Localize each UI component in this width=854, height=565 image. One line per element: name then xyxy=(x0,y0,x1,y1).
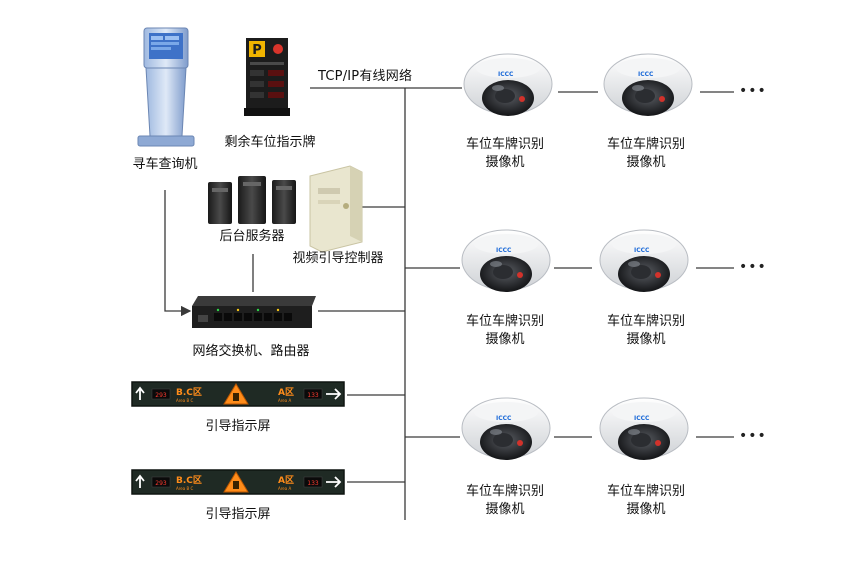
camera-r1-c1-label: 车位车牌识别 摄像机 xyxy=(455,136,555,172)
camera-r1-c2-label: 车位车牌识别 摄像机 xyxy=(596,136,696,172)
more-cameras-row3-icon: ••• xyxy=(739,428,767,444)
camera-r1-c1 xyxy=(463,53,553,117)
sign-label: 剩余车位指示牌 xyxy=(224,135,316,150)
camera-label-line2: 摄像机 xyxy=(626,332,666,347)
switch-device xyxy=(192,296,316,328)
camera-label-line1: 车位车牌识别 xyxy=(606,314,685,329)
camera-r3-c1-label: 车位车牌识别 摄像机 xyxy=(455,483,555,519)
guide-screen-2 xyxy=(131,469,345,495)
guide-screen-1-label: 引导指示屏 xyxy=(205,419,271,434)
camera-label-line1: 车位车牌识别 xyxy=(465,314,544,329)
guide-screen-2-label: 引导指示屏 xyxy=(205,507,271,522)
camera-r1-c2 xyxy=(603,53,693,117)
controller-device xyxy=(309,165,363,253)
connection-lines xyxy=(164,87,734,520)
camera-label-line1: 车位车牌识别 xyxy=(465,137,544,152)
camera-r2-c2-label: 车位车牌识别 摄像机 xyxy=(596,313,696,349)
camera-label-line1: 车位车牌识别 xyxy=(606,137,685,152)
camera-r3-c1 xyxy=(461,397,551,461)
camera-label-line2: 摄像机 xyxy=(485,502,525,517)
camera-label-line2: 摄像机 xyxy=(626,155,666,170)
kiosk-device xyxy=(137,27,195,147)
camera-label-line2: 摄像机 xyxy=(485,155,525,170)
svg-text:P: P xyxy=(252,43,262,58)
network-label: TCP/IP有线网络 xyxy=(318,69,413,84)
camera-r2-c2 xyxy=(599,229,689,293)
controller-label: 视频引导控制器 xyxy=(292,251,384,266)
camera-r2-c1-label: 车位车牌识别 摄像机 xyxy=(455,313,555,349)
camera-label-line2: 摄像机 xyxy=(485,332,525,347)
camera-label-line1: 车位车牌识别 xyxy=(606,484,685,499)
camera-label-line1: 车位车牌识别 xyxy=(465,484,544,499)
kiosk-label: 寻车查询机 xyxy=(132,157,198,172)
parking-sign-device: P xyxy=(244,38,290,116)
server-device xyxy=(208,176,296,224)
camera-r3-c2 xyxy=(599,397,689,461)
server-label: 后台服务器 xyxy=(219,229,285,244)
guide-screen-1 xyxy=(131,381,345,407)
more-cameras-row1-icon: ••• xyxy=(739,83,767,99)
switch-label: 网络交换机、路由器 xyxy=(192,344,310,359)
camera-r3-c2-label: 车位车牌识别 摄像机 xyxy=(596,483,696,519)
camera-label-line2: 摄像机 xyxy=(626,502,666,517)
camera-r2-c1 xyxy=(461,229,551,293)
more-cameras-row2-icon: ••• xyxy=(739,259,767,275)
